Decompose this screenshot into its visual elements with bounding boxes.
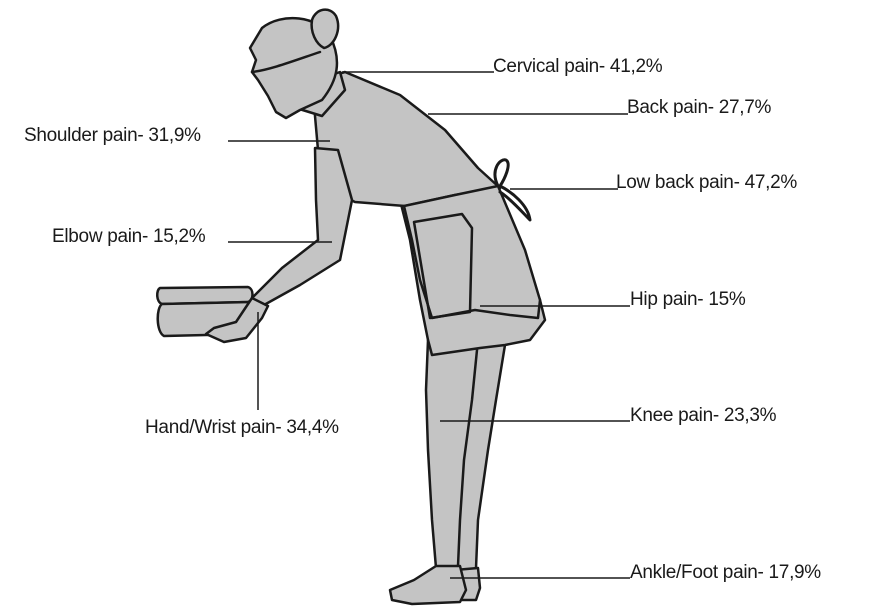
cervical-pain-label: Cervical pain- 41,2%	[493, 56, 662, 78]
front-shoe	[390, 566, 466, 604]
knee-pain-label: Knee pain- 23,3%	[630, 405, 776, 427]
arm	[252, 148, 352, 305]
hip-pain-label: Hip pain- 15%	[630, 289, 745, 311]
back-pain-label: Back pain- 27,7%	[627, 97, 771, 119]
low-back-pain-label: Low back pain- 47,2%	[616, 172, 797, 194]
shoulder-pain-label: Shoulder pain- 31,9%	[24, 125, 201, 147]
elbow-pain-label: Elbow pain- 15,2%	[52, 226, 205, 248]
ankle-foot-pain-label: Ankle/Foot pain- 17,9%	[630, 562, 821, 584]
hand-wrist-pain-label: Hand/Wrist pain- 34,4%	[145, 417, 339, 439]
